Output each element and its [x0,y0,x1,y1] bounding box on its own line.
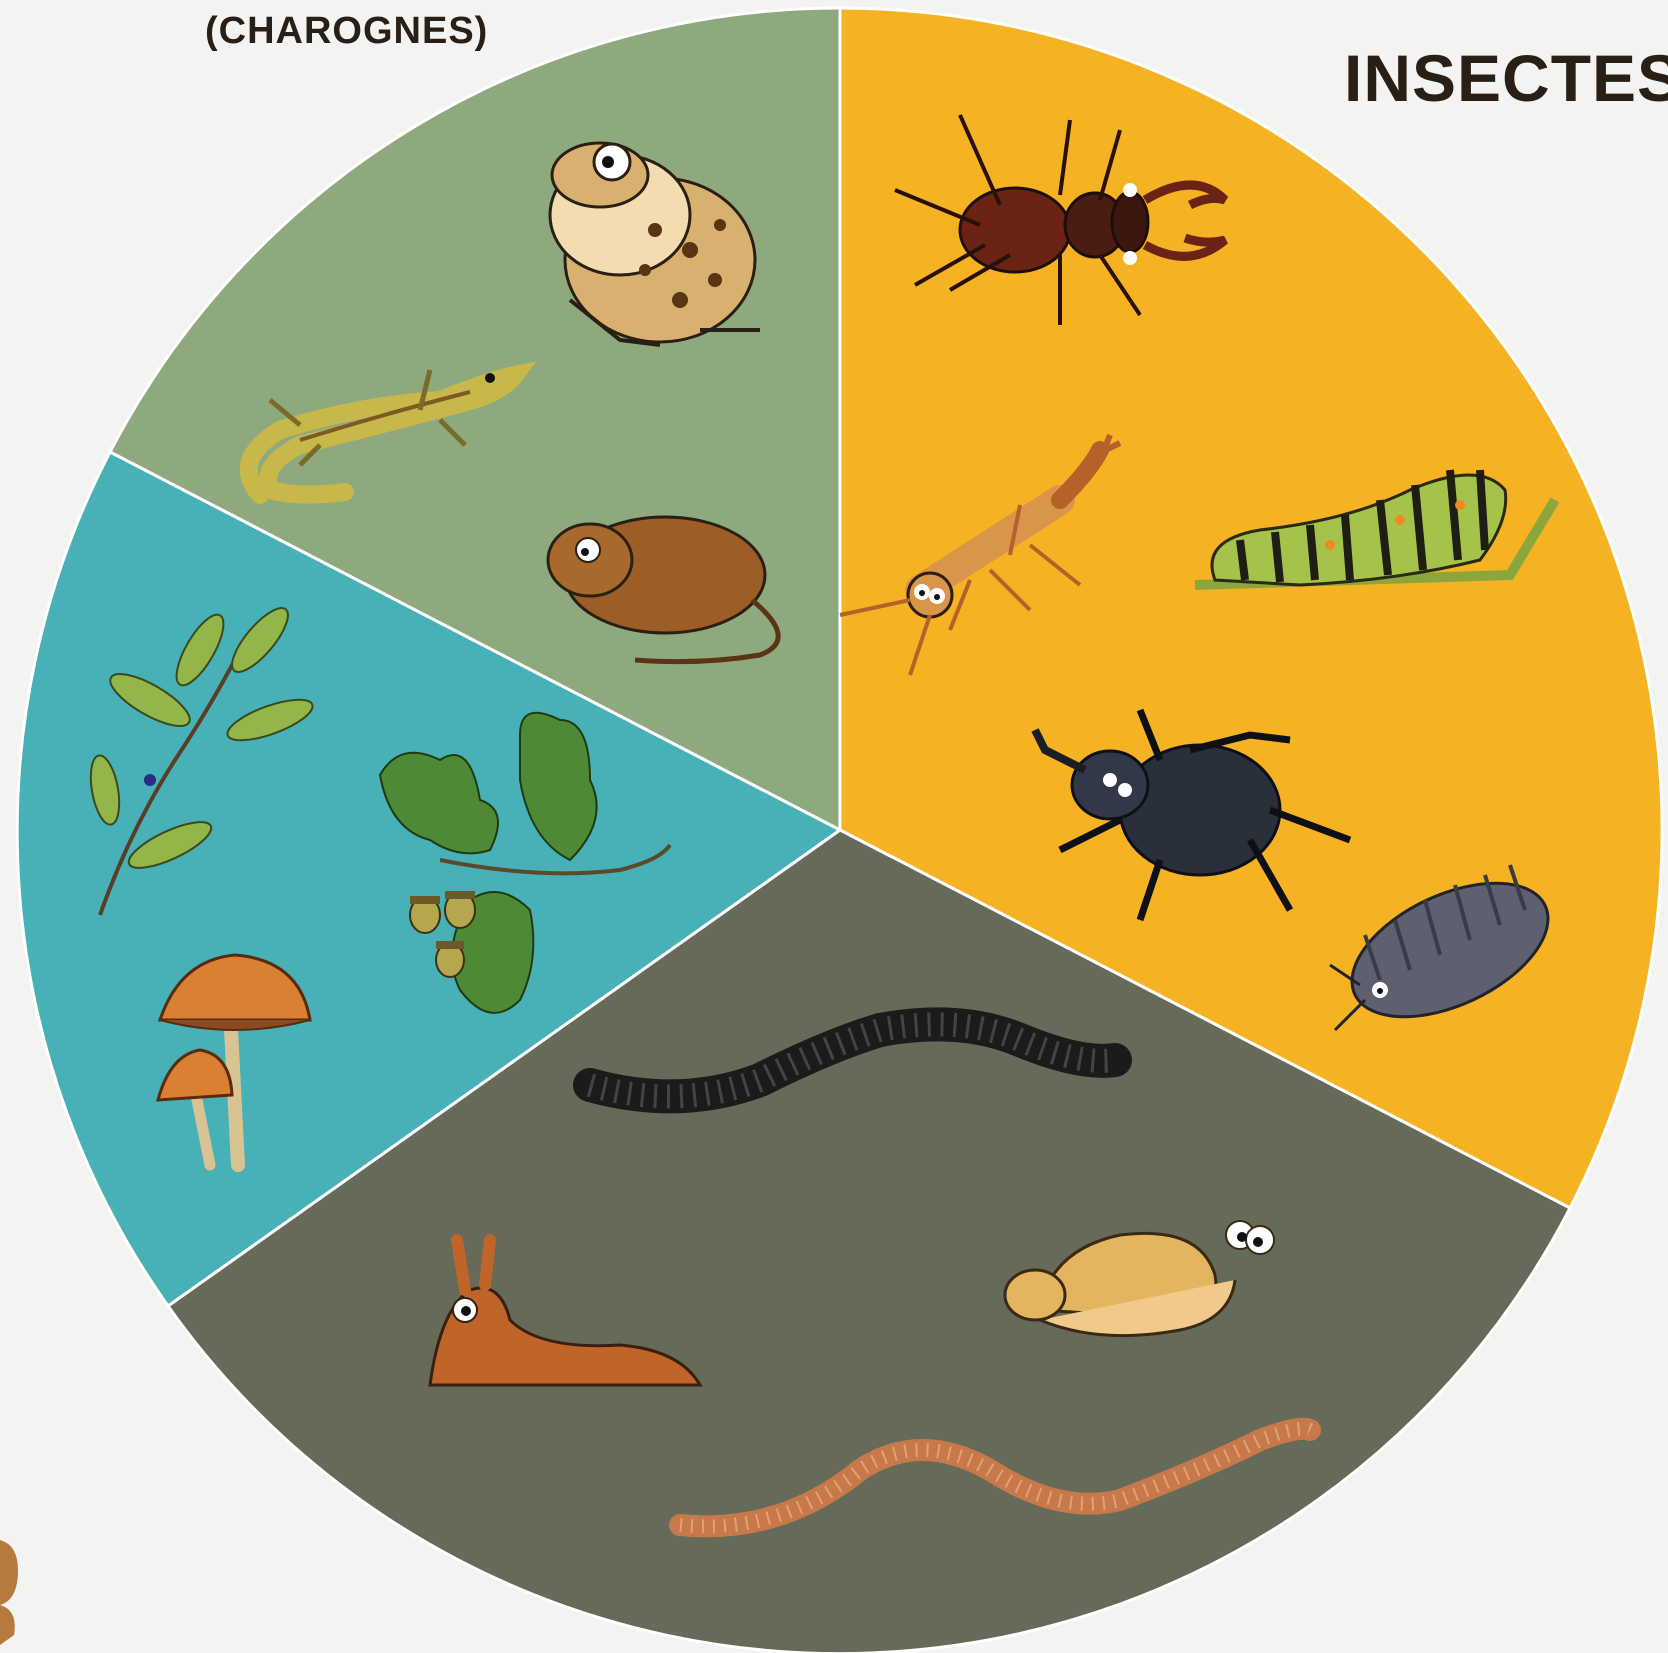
edge-decoration-icon [0,1540,18,1645]
